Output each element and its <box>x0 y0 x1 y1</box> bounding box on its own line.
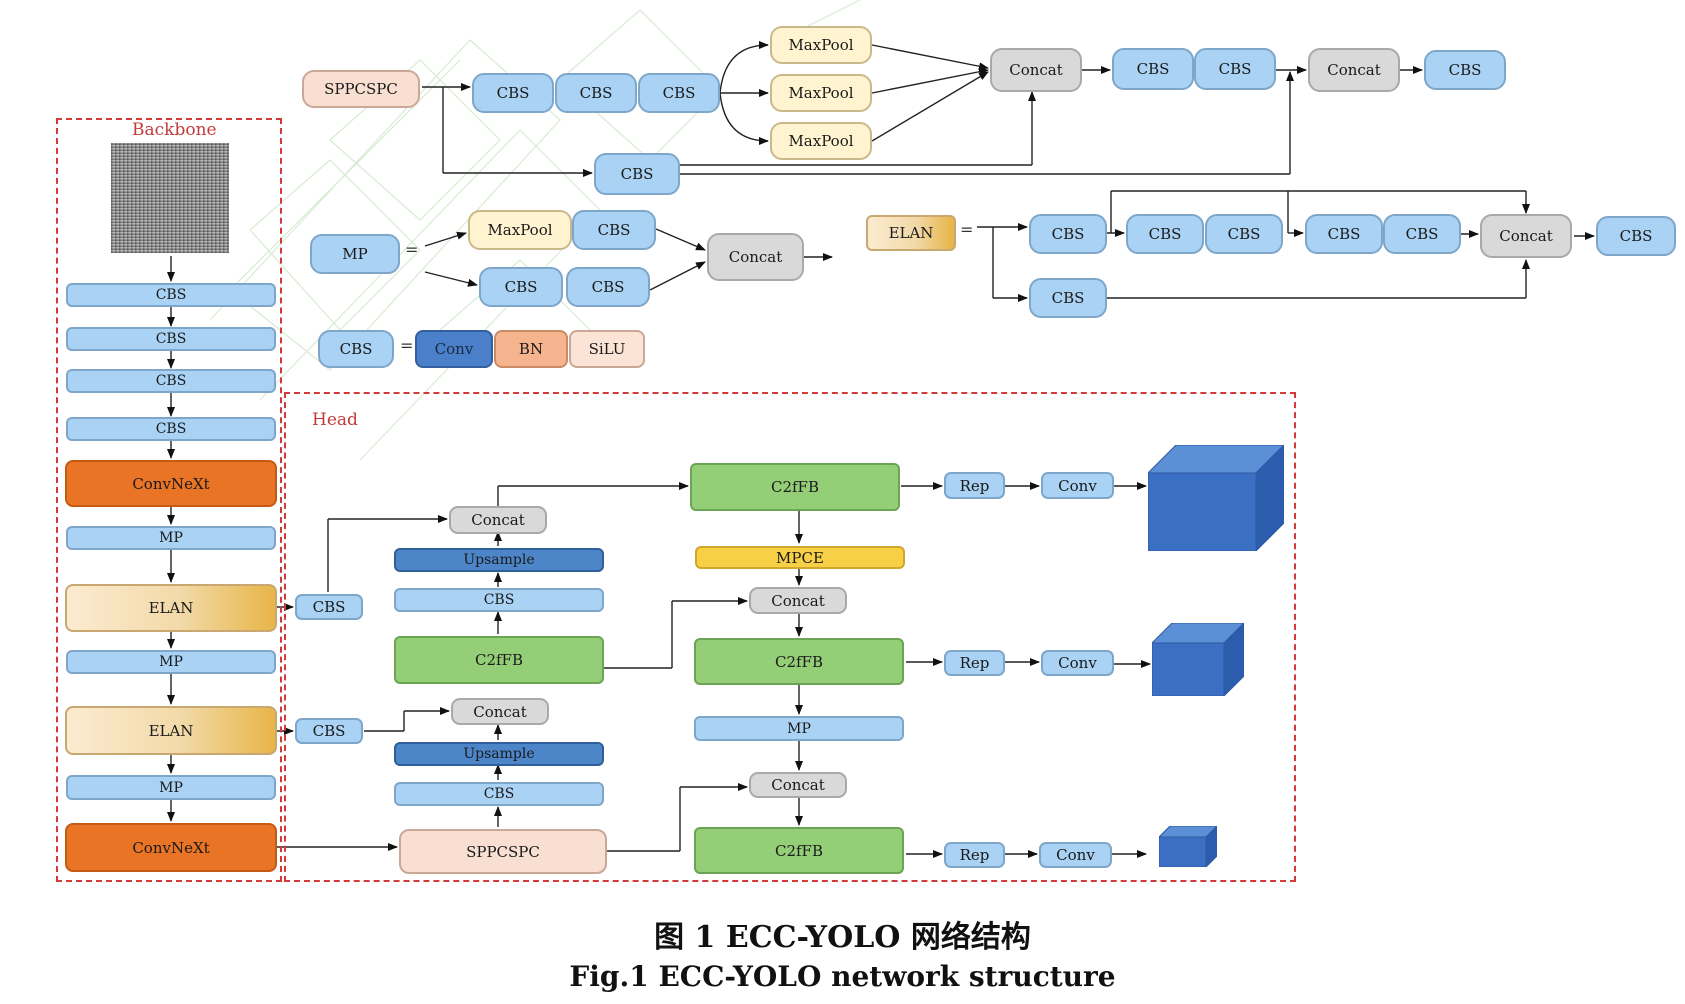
backbone-frame <box>56 118 282 882</box>
backbone-cbs-1: CBS <box>66 283 276 307</box>
elan-def-cbs-branch: CBS <box>1029 278 1107 318</box>
sppcspc-def-concat-1: Concat <box>990 48 1082 92</box>
backbone-mp-2: MP <box>66 650 276 674</box>
head-conv-3: Conv <box>1039 842 1112 868</box>
cbs-def-silu: SiLU <box>569 330 645 368</box>
cbs-def-bn: BN <box>494 330 568 368</box>
head-title: Head <box>312 410 358 430</box>
backbone-cbs-4: CBS <box>66 417 276 441</box>
head-conv-1: Conv <box>1041 472 1114 499</box>
elan-def-label: ELAN <box>866 215 956 251</box>
head-concat-right-2: Concat <box>749 772 847 798</box>
head-c2ffb-right-2: C2fFB <box>694 638 904 685</box>
elan-def-equals: = <box>960 220 974 239</box>
mp-def-equals: = <box>405 240 419 259</box>
elan-def-cbs-4: CBS <box>1305 214 1383 254</box>
sppcspc-def-cbs-6: CBS <box>1424 50 1506 90</box>
elan-def-cbs-out: CBS <box>1596 216 1676 256</box>
backbone-elan-1: ELAN <box>65 584 277 632</box>
backbone-cbs-3: CBS <box>66 369 276 393</box>
head-c2ffb-left: C2fFB <box>394 636 604 684</box>
head-cbs-top: CBS <box>394 588 604 612</box>
head-concat-right-1: Concat <box>749 587 847 614</box>
sppcspc-def-cbs-branch: CBS <box>594 153 680 195</box>
head-conv-2: Conv <box>1041 650 1114 676</box>
sppcspc-def-cbs-1: CBS <box>472 73 554 113</box>
output-cube-large <box>1148 445 1284 551</box>
figure-caption-english: Fig.1 ECC-YOLO network structure <box>569 960 1116 993</box>
sppcspc-def-maxpool-2: MaxPool <box>770 74 872 112</box>
backbone-convnext-1: ConvNeXt <box>65 460 277 507</box>
sppcspc-def-cbs-4: CBS <box>1112 48 1194 90</box>
head-c2ffb-right-3: C2fFB <box>694 827 904 874</box>
head-frame <box>284 392 1296 882</box>
backbone-mp-1: MP <box>66 526 276 550</box>
output-cube-medium <box>1152 623 1244 696</box>
mp-def-concat: Concat <box>707 233 804 281</box>
head-upsample-low: Upsample <box>394 742 604 766</box>
head-mpce: MPCE <box>695 546 905 569</box>
backbone-elan-2: ELAN <box>65 706 277 755</box>
input-image <box>111 143 229 253</box>
head-upsample-top: Upsample <box>394 548 604 572</box>
backbone-convnext-2: ConvNeXt <box>65 823 277 872</box>
head-rep-2: Rep <box>944 650 1005 676</box>
elan-def-cbs-1: CBS <box>1029 214 1107 254</box>
sppcspc-def-cbs-3: CBS <box>638 73 720 113</box>
sppcspc-def-cbs-2: CBS <box>555 73 637 113</box>
mp-def-cbs-top: CBS <box>572 210 656 250</box>
cbs-def-conv: Conv <box>415 330 493 368</box>
sppcspc-def-maxpool-3: MaxPool <box>770 122 872 160</box>
elan-def-concat: Concat <box>1480 214 1572 258</box>
elan-def-cbs-2: CBS <box>1126 214 1204 254</box>
backbone-title: Backbone <box>132 120 217 140</box>
head-rep-1: Rep <box>944 472 1005 499</box>
head-cbs-low: CBS <box>394 782 604 806</box>
elan-def-cbs-3: CBS <box>1205 214 1283 254</box>
head-cbs-b: CBS <box>295 718 363 744</box>
cbs-def-equals: = <box>400 336 414 355</box>
sppcspc-def-concat-2: Concat <box>1308 48 1400 92</box>
cbs-def-label: CBS <box>318 330 394 368</box>
figure-caption-chinese: 图 1 ECC-YOLO 网络结构 <box>654 920 1031 955</box>
mp-def-cbs-bottom-2: CBS <box>566 267 650 307</box>
output-cube-small <box>1159 826 1217 867</box>
sppcspc-def-cbs-5: CBS <box>1194 48 1276 90</box>
head-concat-low: Concat <box>451 698 549 725</box>
head-sppcspc: SPPCSPC <box>399 829 607 874</box>
mp-def-label: MP <box>310 234 400 274</box>
head-c2ffb-right-1: C2fFB <box>690 463 900 511</box>
backbone-mp-3: MP <box>66 775 276 800</box>
elan-def-cbs-5: CBS <box>1383 214 1461 254</box>
sppcspc-def-maxpool-1: MaxPool <box>770 26 872 64</box>
head-rep-3: Rep <box>944 842 1005 868</box>
mp-def-cbs-bottom-1: CBS <box>479 267 563 307</box>
head-mp-right: MP <box>694 716 904 741</box>
sppcspc-def-label: SPPCSPC <box>302 70 420 108</box>
head-concat-top: Concat <box>449 506 547 534</box>
mp-def-maxpool: MaxPool <box>468 210 572 250</box>
head-cbs-a: CBS <box>295 594 363 620</box>
backbone-cbs-2: CBS <box>66 327 276 351</box>
